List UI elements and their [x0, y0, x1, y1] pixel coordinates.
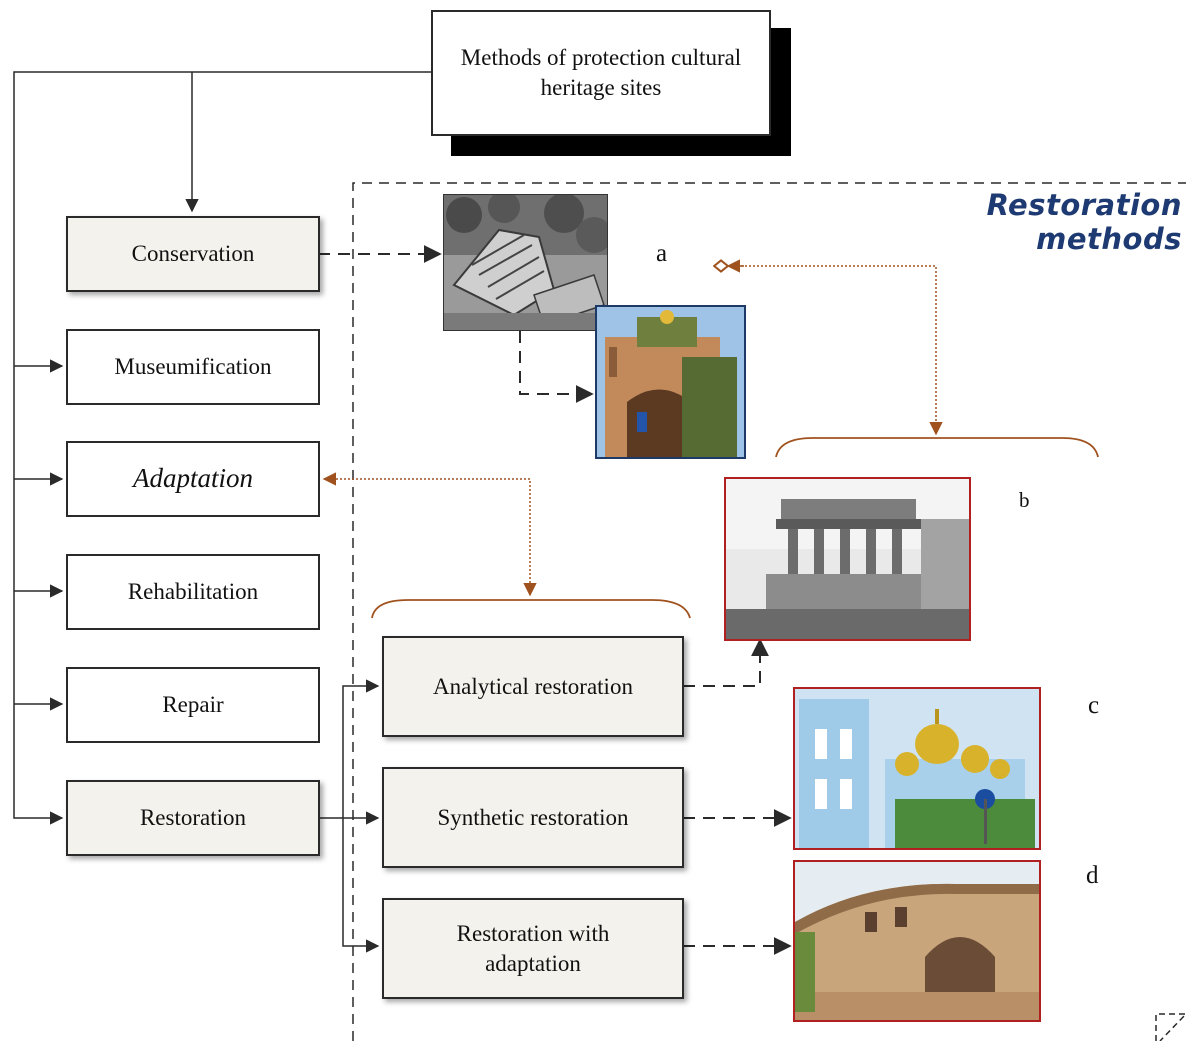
photo-a-to-photo-b-brace — [721, 266, 936, 434]
restoration-label: Restoration with adaptation — [456, 920, 610, 976]
method-label: Rehabilitation — [127, 579, 259, 605]
restoration-bracket — [371, 599, 691, 619]
method-conservation: Conservation — [66, 216, 320, 292]
header-title: Methods of protection cultural heritage … — [460, 45, 742, 100]
photo-label-d: d — [1086, 862, 1099, 889]
restoration-label: Analytical restoration — [433, 673, 633, 699]
method-adaptation: Adaptation — [66, 441, 320, 517]
arcade-photo-image — [795, 862, 1039, 1020]
method-rehabilitation: Rehabilitation — [66, 554, 320, 630]
method-label: Repair — [162, 692, 224, 718]
header-box: Methods of protection cultural heritage … — [431, 10, 771, 136]
photo-label-c: c — [1088, 692, 1100, 719]
restoration-to-analytical — [342, 679, 380, 818]
golden-gate-photo-image — [597, 307, 744, 457]
photo-label-b: b — [1019, 488, 1030, 512]
method-label: Adaptation — [133, 463, 253, 494]
monastery-photo-image — [795, 689, 1039, 848]
method-label: Conservation — [131, 241, 255, 267]
restoration-synthetic: Synthetic restoration — [382, 767, 684, 868]
top-connector-left — [13, 71, 431, 825]
erechtheion-photo-image — [726, 479, 969, 639]
photo-b-bracket — [775, 437, 1099, 458]
photo-a-golden-gate — [595, 305, 746, 459]
method-label: Museumification — [114, 354, 272, 380]
restoration-analytical: Analytical restoration — [382, 636, 684, 737]
restoration-group-title: Restoration methods — [986, 188, 1182, 256]
restoration-to-adaptation — [342, 818, 380, 953]
method-label: Restoration — [139, 805, 247, 831]
method-restoration: Restoration — [66, 780, 320, 856]
restoration-group-frame — [352, 182, 1186, 1041]
photo-d-arcade-building — [793, 860, 1041, 1022]
method-repair: Repair — [66, 667, 320, 743]
restoration-with-adaptation: Restoration with adaptation — [382, 898, 684, 999]
restoration-label: Synthetic restoration — [437, 804, 629, 830]
photo-a-ruins — [443, 194, 608, 331]
page-curl-corner — [1155, 1013, 1186, 1041]
method-museumification: Museumification — [66, 329, 320, 405]
photo-b-erechtheion — [724, 477, 971, 641]
adaptation-to-restoration-brace — [322, 472, 537, 597]
photo-a-to-golden-gate — [519, 331, 594, 403]
ruins-photo-image — [444, 195, 607, 330]
photo-label-a: a — [656, 240, 668, 267]
analytical-to-photo-b — [683, 638, 769, 687]
photo-c-monastery — [793, 687, 1041, 850]
